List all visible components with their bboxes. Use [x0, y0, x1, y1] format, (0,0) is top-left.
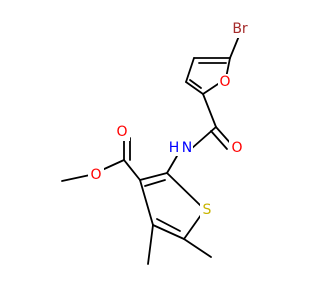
ester-single-oxygen-label: O [90, 167, 101, 183]
bond-thiophene-c2-s [166, 172, 202, 207]
bond-thiophene-s-c5 [183, 214, 202, 240]
amide-hydrogen-label-background [168, 140, 180, 156]
thiophene-sulfur-label-background [200, 201, 214, 219]
bond-thiophene-c4-c5-double [156, 218, 181, 232]
bond-carbonyl-nitrogen [190, 126, 217, 150]
bond-thiophene-c2-c3 [139, 172, 168, 181]
furan-oxygen-label-background [218, 74, 232, 90]
atom-labels: Br O O H N S O O [88, 20, 251, 219]
bond-thiophene-ester-carbon [123, 159, 141, 181]
ester-carbonyl-oxygen-label-background [114, 123, 130, 141]
bond-furan-c2-c3 [185, 81, 204, 95]
bond-nitrogen-thiophene [166, 155, 178, 174]
br-label-background [229, 20, 251, 38]
bond-ester-single-o [101, 159, 125, 171]
amide-nitrogen-label: N [182, 140, 192, 156]
bonds [61, 35, 240, 265]
bond-amide-co-double [210, 130, 228, 150]
bond-furan-o-c2 [202, 83, 219, 95]
bond-furan-c3-c4 [185, 57, 195, 83]
bond-thiophene-c2-c3-double [144, 179, 166, 187]
bond-thiophene-c4-c3 [139, 179, 154, 226]
bond-c5-br [229, 35, 240, 59]
amide-nitrogen-label-background [181, 140, 193, 156]
bond-furan-carbonyl [202, 93, 217, 128]
bond-thiophene-c5-methyl [183, 238, 212, 258]
bond-thiophene-c5-c4 [152, 224, 185, 240]
chemical-structure-svg: Br O O H N S O O [61, 20, 251, 265]
amide-oxygen-label-background [229, 139, 245, 157]
bond-thiophene-c4-methyl [147, 224, 154, 265]
molecule-diagram: Br O O H N S O O [61, 20, 251, 265]
ester-carbonyl-oxygen-label: O [116, 124, 127, 140]
ester-single-oxygen-label-background [88, 166, 104, 184]
bond-methoxy-methyl [61, 174, 91, 182]
amide-oxygen-label: O [231, 140, 242, 156]
bromine-label: Br [232, 21, 248, 37]
furan-oxygen-label: O [219, 74, 230, 90]
bond-furan-c2-c3-double [189, 79, 202, 89]
thiophene-sulfur-label: S [203, 202, 212, 218]
amide-hydrogen-label: H [169, 140, 180, 156]
